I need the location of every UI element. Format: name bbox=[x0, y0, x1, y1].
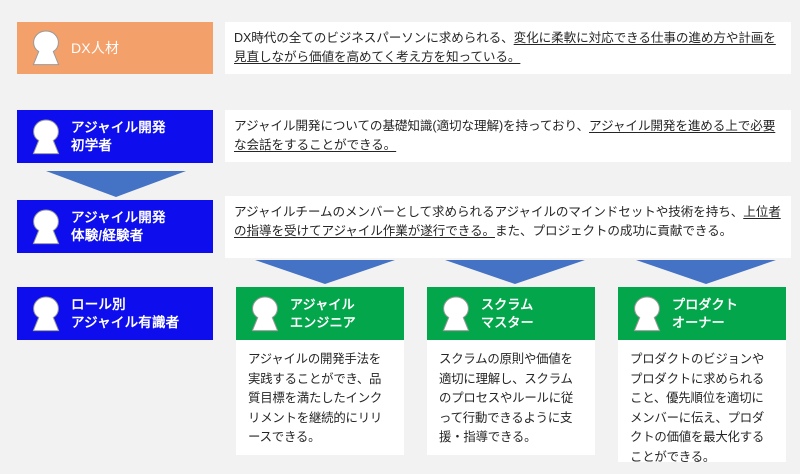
description-dx-jinzai: DX時代の全てのビジネスパーソンに求められる、変化に柔軟に対応できる仕事の進め方… bbox=[225, 22, 791, 74]
person-keyhole-icon bbox=[32, 30, 60, 66]
level-box-role-based-expert[interactable]: ロール別 アジャイル有識者 bbox=[17, 287, 213, 340]
level-box-agile-beginner[interactable]: アジャイル開発 初学者 bbox=[17, 110, 213, 163]
arrow-down-icon-to-scrum-master bbox=[445, 260, 585, 284]
role-title-scrum-master: スクラム マスター bbox=[481, 297, 534, 330]
arrow-down-icon-to-agile-engineer bbox=[255, 260, 395, 284]
person-keyhole-icon bbox=[251, 295, 279, 331]
role-title-product-owner: プロダクト オーナー bbox=[672, 297, 739, 330]
description-lead-agile-beginner: アジャイル開発についての基礎知識(適切な理解)を持っており、 bbox=[234, 119, 589, 133]
level-box-dx-jinzai[interactable]: DX人材 bbox=[17, 22, 213, 74]
level-box-agile-experienced[interactable]: アジャイル開発 体験/経験者 bbox=[17, 200, 213, 253]
level-title-agile-beginner: アジャイル開発 初学者 bbox=[71, 119, 166, 153]
person-keyhole-icon bbox=[442, 295, 470, 331]
role-box-agile-engineer[interactable]: アジャイル エンジニア bbox=[236, 287, 404, 340]
person-keyhole-icon bbox=[32, 208, 60, 244]
description-lead-agile-experienced: アジャイルチームのメンバーとして求められるアジャイルのマインドセットや技術を持ち… bbox=[234, 205, 744, 219]
description-underlined-agile-experienced: 上位者の指導を受けてアジャイル作業が遂行できる。 bbox=[234, 205, 781, 239]
description-underlined-dx-jinzai: 変化に柔軟に対応できる仕事の進め方や計画を見直しながら価値を高めてく考え方を知っ… bbox=[234, 31, 776, 65]
level-title-role-based-expert: ロール別 アジャイル有識者 bbox=[71, 296, 180, 330]
person-keyhole-icon bbox=[32, 295, 60, 331]
role-box-product-owner[interactable]: プロダクト オーナー bbox=[618, 287, 786, 340]
arrow-down-icon-to-product-owner bbox=[636, 260, 776, 284]
description-tail-agile-experienced: また、プロジェクトの成功に貢献できる。 bbox=[494, 224, 733, 239]
role-description-agile-engineer: アジャイルの開発手法を実践することができ、品質目標を満たしたインクリメントを継続… bbox=[236, 340, 404, 455]
description-agile-beginner: アジャイル開発についての基礎知識(適切な理解)を持っており、アジャイル開発を進め… bbox=[225, 110, 791, 162]
level-title-agile-experienced: アジャイル開発 体験/経験者 bbox=[71, 209, 166, 243]
person-keyhole-icon bbox=[32, 118, 60, 154]
role-description-scrum-master: スクラムの原則や価値を適切に理解し、スクラムのプロセスやルールに従って行動できる… bbox=[427, 340, 595, 455]
role-title-agile-engineer: アジャイル エンジニア bbox=[290, 297, 357, 330]
role-box-scrum-master[interactable]: スクラム マスター bbox=[427, 287, 595, 340]
role-description-product-owner: プロダクトのビジョンやプロダクトに求められること、優先順位を適切にメンバーに伝え… bbox=[618, 340, 786, 464]
arrow-down-icon-beginner-to-experienced bbox=[46, 171, 186, 197]
person-keyhole-icon bbox=[633, 295, 661, 331]
description-agile-experienced: アジャイルチームのメンバーとして求められるアジャイルのマインドセットや技術を持ち… bbox=[225, 196, 791, 258]
level-title-dx-jinzai: DX人材 bbox=[71, 39, 120, 56]
description-lead-dx-jinzai: DX時代の全てのビジネスパーソンに求められる、 bbox=[234, 31, 514, 45]
description-underlined-agile-beginner: アジャイル開発を進める上で必要な会話をすることができる。 bbox=[234, 119, 776, 153]
